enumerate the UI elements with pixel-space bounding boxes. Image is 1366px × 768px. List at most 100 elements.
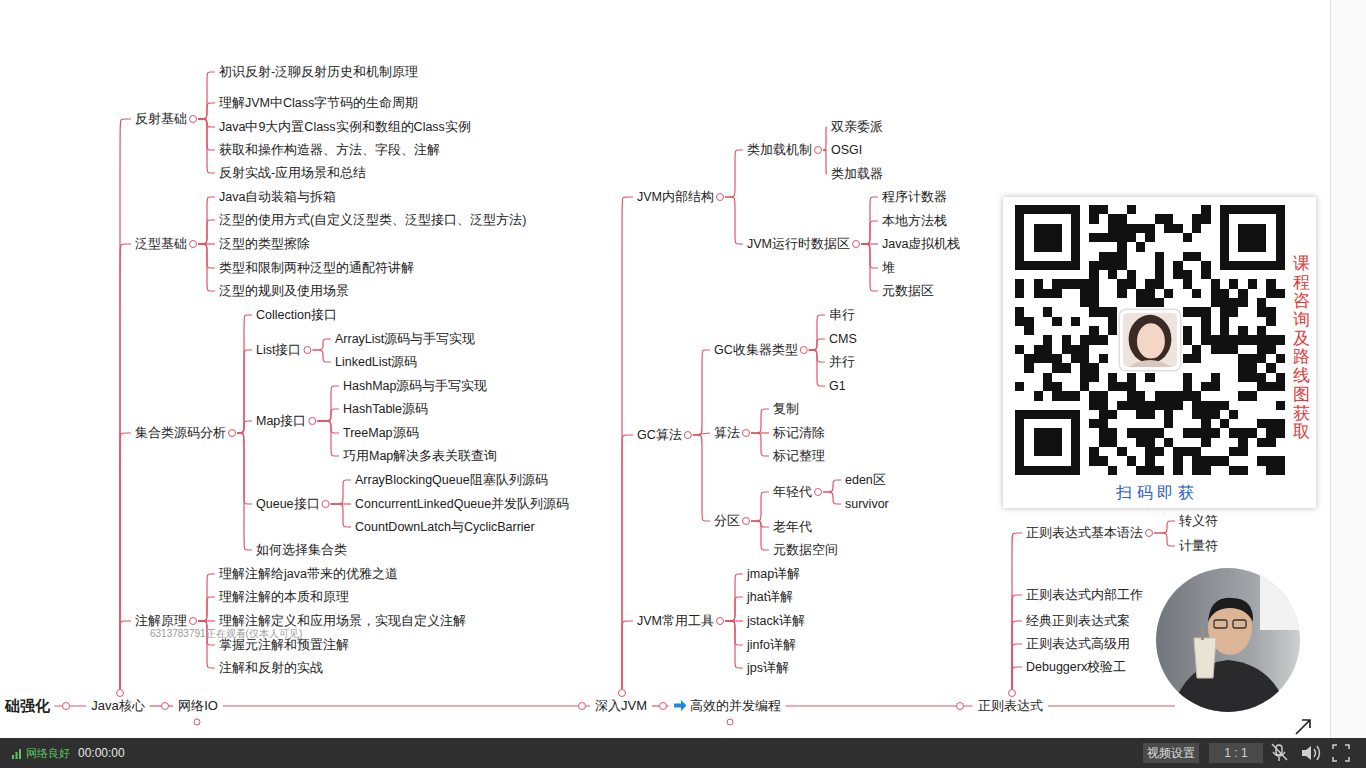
topic-text: 巧用Map解决多表关联查询 [343, 449, 497, 463]
qr-code [1276, 466, 1285, 475]
qr-code [1229, 447, 1238, 456]
qr-code [1136, 410, 1145, 419]
qr-code [1052, 391, 1061, 400]
qr-code [1145, 466, 1154, 475]
qr-code [1099, 205, 1108, 214]
topic-node: JVM运行时数据区 [746, 237, 851, 252]
topic-text: 串行 [829, 308, 855, 322]
qr-finder [1015, 410, 1080, 475]
topic-text: LinkedList源码 [335, 355, 417, 369]
qr-avatar [1119, 309, 1180, 370]
branch-connector [809, 350, 825, 386]
qr-code [1052, 317, 1061, 326]
qr-code [1108, 373, 1117, 382]
topic-text: 老年代 [773, 520, 812, 534]
branch-connector [198, 597, 215, 621]
qr-code [1248, 279, 1257, 288]
stage-node: 正则表达式 [975, 698, 1046, 714]
topic-node: Map接口 [255, 414, 307, 429]
topic-node: 获取和操作构造器、方法、字段、注解 [218, 143, 441, 158]
qr-code [1127, 401, 1136, 410]
topic-node: eden区 [844, 473, 887, 488]
qr-code [1192, 214, 1201, 223]
qr-code [1099, 419, 1108, 428]
branch-connector [1012, 533, 1022, 689]
spine-connector [55, 705, 87, 706]
branch-connector [622, 435, 633, 689]
qr-code [1276, 289, 1285, 298]
qr-code [1257, 456, 1266, 465]
qr-code [1071, 391, 1080, 400]
qr-code [1211, 410, 1220, 419]
collapse-knob [1146, 530, 1153, 537]
qr-code [1089, 326, 1098, 335]
topic-node: Java中9大内置Class实例和数组的Class实例 [218, 120, 472, 135]
topic-text: Map接口 [256, 414, 306, 428]
topic-text: Java自动装箱与拆箱 [219, 190, 336, 204]
topic-node: 正则表达式内部工作 [1025, 588, 1144, 603]
qr-code [1145, 401, 1154, 410]
webcam-picture [1233, 620, 1246, 628]
qr-code [1089, 419, 1098, 428]
qr-code [1099, 391, 1108, 400]
qr-code [1211, 456, 1220, 465]
qr-code [1062, 391, 1071, 400]
topic-text: 泛型基础 [135, 237, 187, 251]
branch-connector [120, 621, 131, 689]
qr-code [1248, 391, 1257, 400]
qr-code [1127, 391, 1136, 400]
topic-node: 理解JVM中Class字节码的生命周期 [218, 96, 419, 111]
qr-code [1136, 428, 1145, 437]
qr-code [1099, 354, 1108, 363]
qr-code [1201, 466, 1210, 475]
qr-code [1024, 354, 1033, 363]
topic-text: Collection接口 [256, 308, 337, 322]
qr-code [1099, 233, 1108, 242]
qr-finder [1024, 419, 1071, 466]
qr-code [1127, 373, 1136, 382]
qr-code [1201, 205, 1210, 214]
qr-finder [1015, 205, 1080, 270]
qr-code [1117, 261, 1126, 270]
branch-connector [198, 574, 215, 621]
button-label: 1 : 1 [1209, 743, 1263, 763]
topic-text: 计量符 [1179, 539, 1218, 553]
qr-code [1276, 401, 1285, 410]
collapse-knob [619, 690, 626, 697]
qr-code [1127, 382, 1136, 391]
qr-code [1089, 307, 1098, 316]
qr-code [1108, 466, 1117, 475]
expand-icon [1296, 720, 1310, 734]
qr-code [1238, 335, 1247, 344]
topic-text: 分区 [714, 514, 740, 528]
stage-title: Java核心 [91, 698, 144, 713]
topic-node: 本地方法栈 [881, 214, 948, 229]
qr-code [1229, 279, 1238, 288]
qr-code [1266, 428, 1275, 437]
topic-node: 标记清除 [772, 426, 826, 441]
qr-code [1192, 456, 1201, 465]
spine-knob [162, 703, 169, 710]
qr-caption: 扫 码 即 获 [1095, 483, 1215, 503]
qr-code [1099, 335, 1108, 344]
branch-connector [198, 72, 215, 119]
qr-code [1127, 279, 1136, 288]
qr-code [1211, 345, 1220, 354]
qr-code [1108, 438, 1117, 447]
qr-code [1024, 363, 1033, 372]
qr-code [1062, 335, 1071, 344]
topic-text: 年轻代 [773, 485, 812, 499]
qr-code [1043, 373, 1052, 382]
branch-connector [120, 433, 131, 689]
arrow-icon [674, 700, 687, 711]
qr-code [1052, 382, 1061, 391]
qr-code [1201, 456, 1210, 465]
topic-text: GC收集器类型 [714, 343, 798, 357]
qr-code [1220, 307, 1229, 316]
qr-code [1211, 335, 1220, 344]
qr-code [1127, 428, 1136, 437]
qr-code [1229, 307, 1238, 316]
qr-code [1238, 466, 1247, 475]
qr-code [1183, 252, 1192, 261]
qr-code [1266, 438, 1275, 447]
